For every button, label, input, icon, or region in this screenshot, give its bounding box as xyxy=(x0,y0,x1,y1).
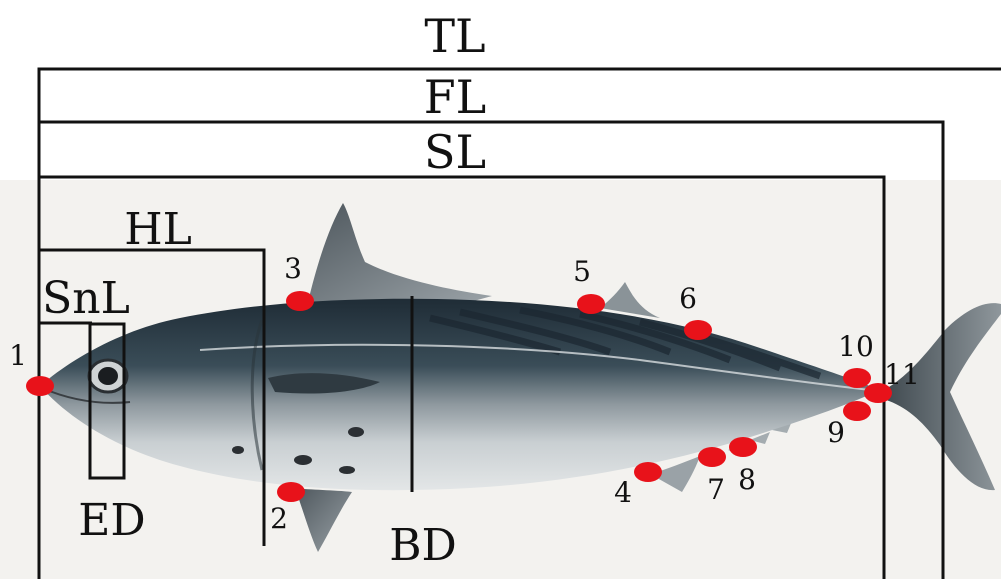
landmark-label-8: 8 xyxy=(738,463,756,496)
landmark-label-5: 5 xyxy=(573,255,591,288)
landmark-dot-4 xyxy=(634,462,662,482)
landmark-label-7: 7 xyxy=(707,473,725,506)
landmark-label-6: 6 xyxy=(679,282,697,315)
landmark-dot-8 xyxy=(729,437,757,457)
landmark-label-10: 10 xyxy=(838,330,874,363)
landmark-dot-5 xyxy=(577,294,605,314)
landmark-dot-9 xyxy=(843,401,871,421)
landmark-label-2: 2 xyxy=(270,502,288,535)
landmark-label-4: 4 xyxy=(614,476,632,509)
landmark-label-1: 1 xyxy=(9,339,27,372)
landmark-dot-3 xyxy=(286,291,314,311)
landmark-label-9: 9 xyxy=(827,416,845,449)
bd-label: BD xyxy=(389,520,457,571)
fl-label: FL xyxy=(424,70,486,124)
snl-label: SnL xyxy=(42,273,130,324)
landmark-dot-10 xyxy=(843,368,871,388)
landmark-dot-6 xyxy=(684,320,712,340)
tl-label: TL xyxy=(424,9,485,63)
ed-label: ED xyxy=(78,495,145,546)
hl-label: HL xyxy=(124,204,192,255)
landmark-label-3: 3 xyxy=(284,252,302,285)
sl-label: SL xyxy=(424,125,486,179)
landmark-dot-1 xyxy=(26,376,54,396)
landmark-label-11: 11 xyxy=(884,358,920,391)
landmark-dot-2 xyxy=(277,482,305,502)
fish-eye xyxy=(89,360,127,392)
landmark-dot-7 xyxy=(698,447,726,467)
